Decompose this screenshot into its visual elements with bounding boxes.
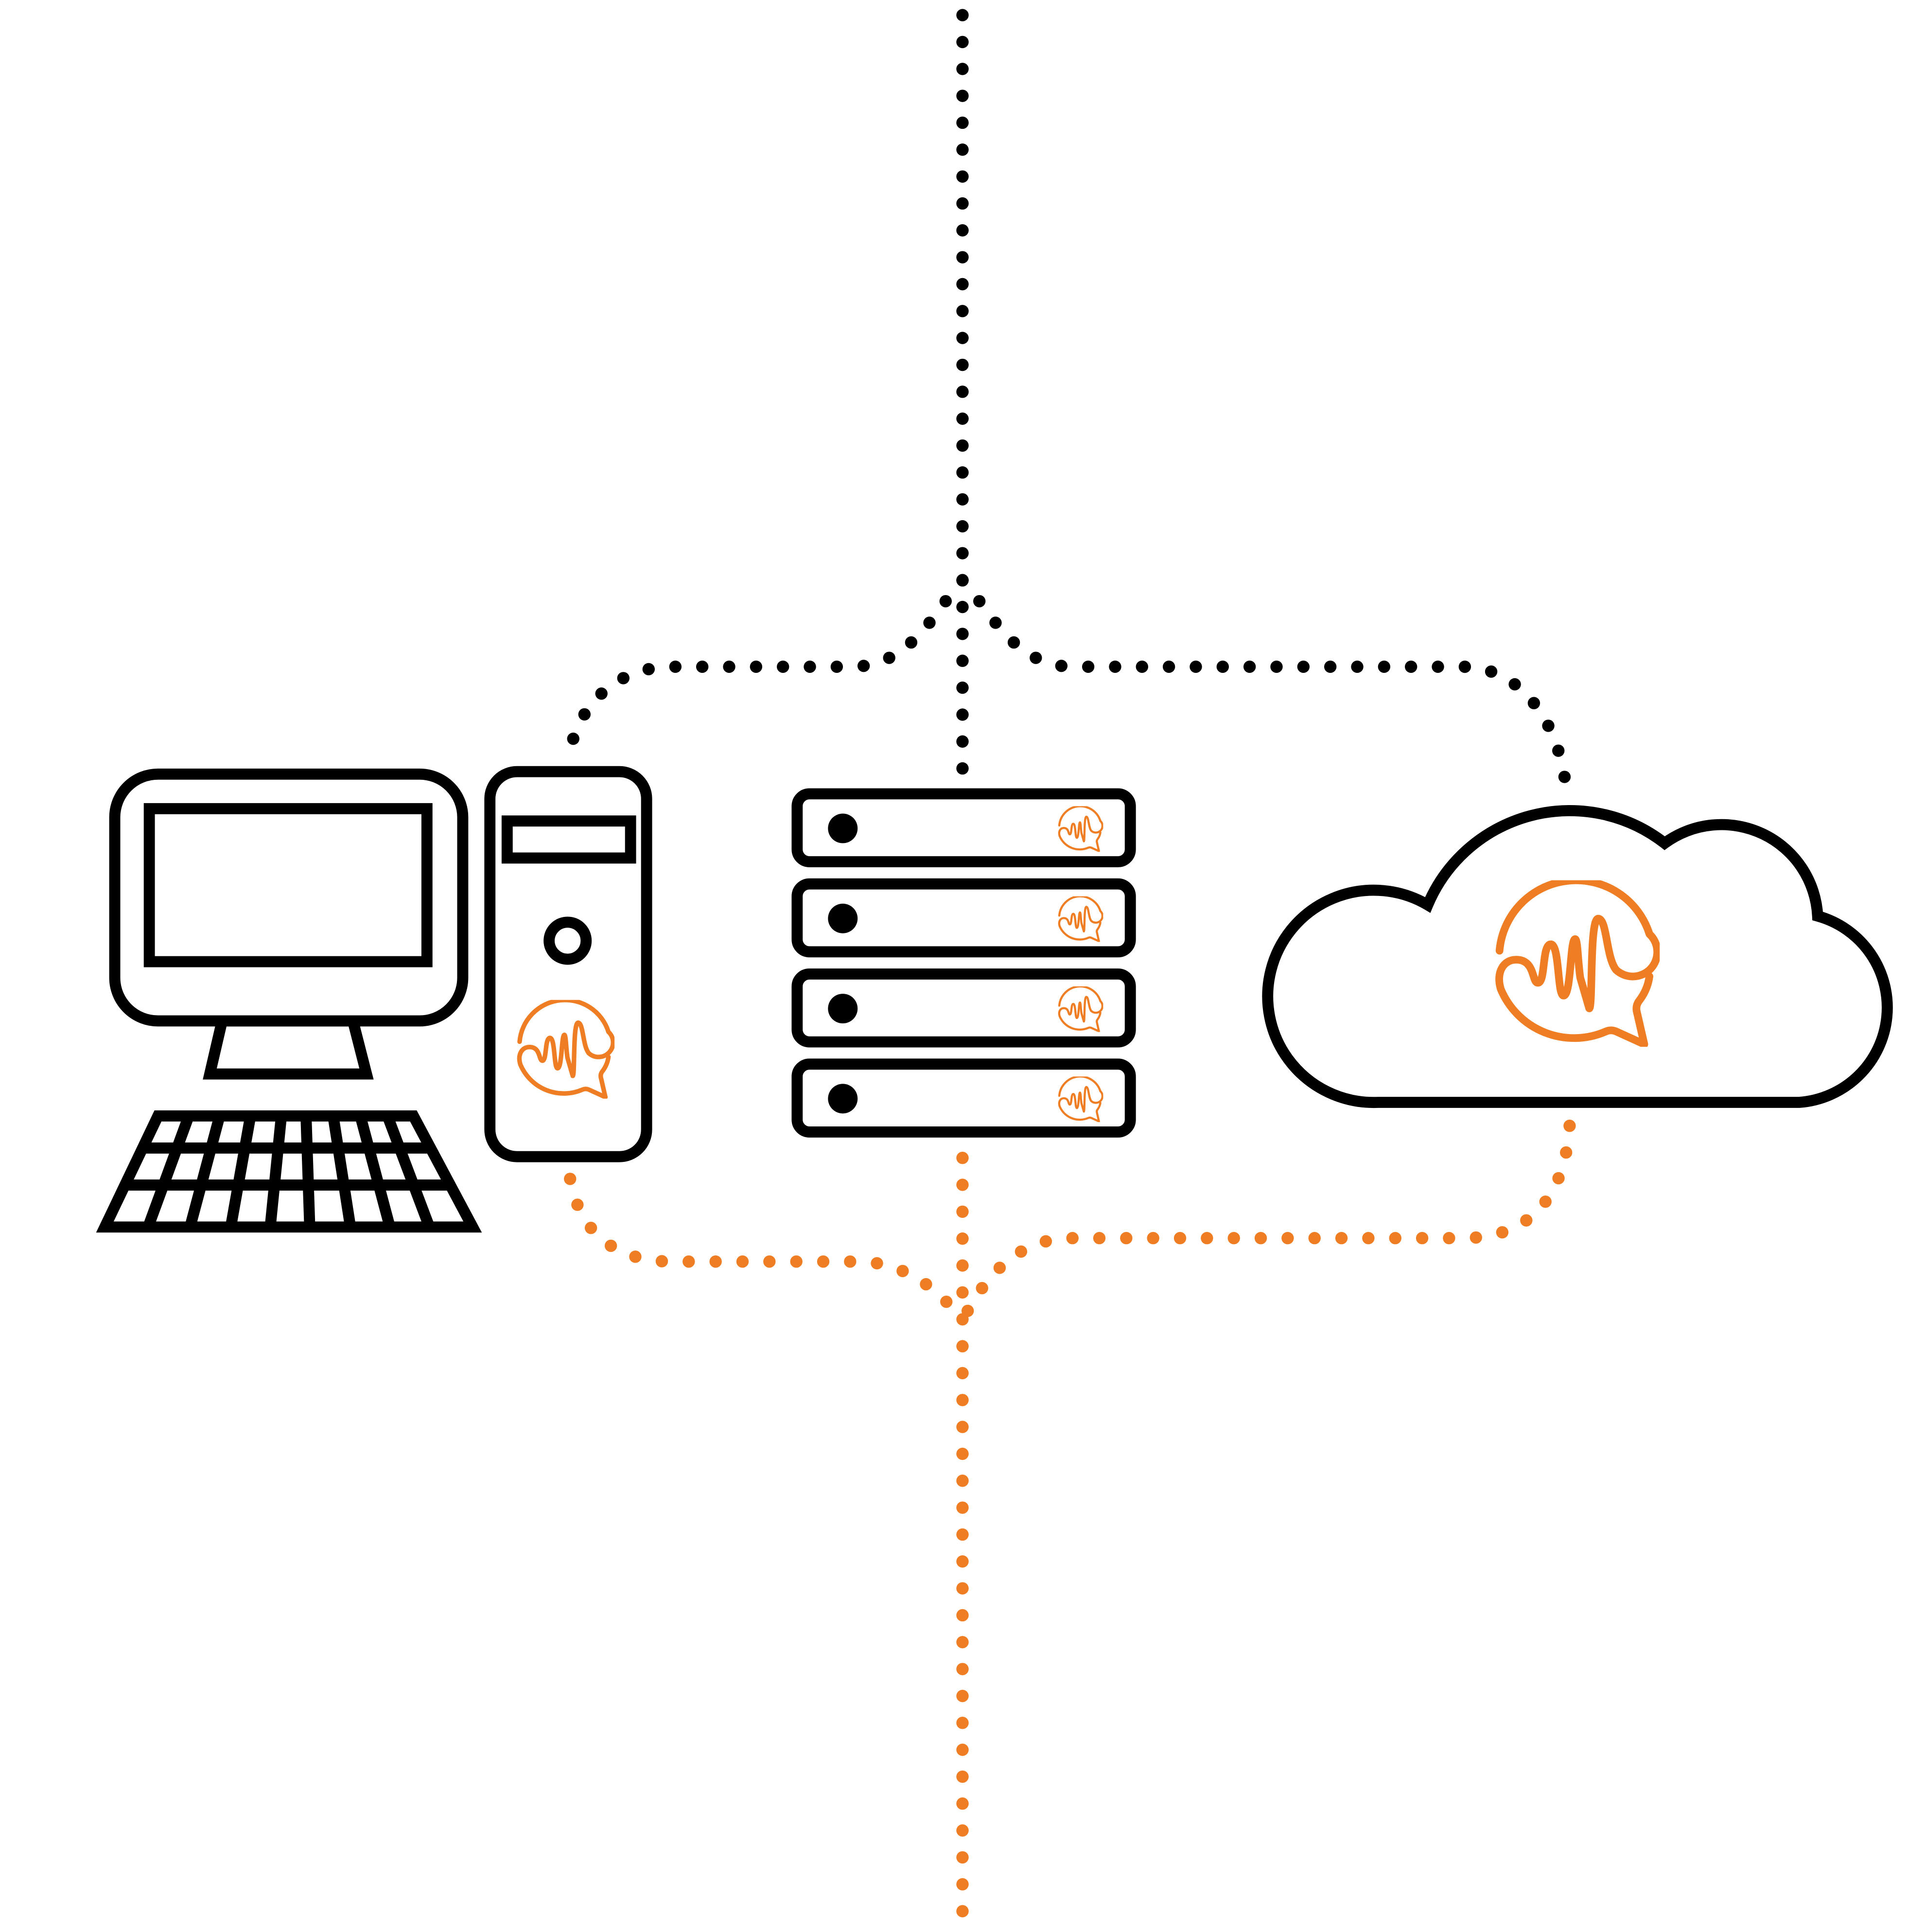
server-unit [791, 788, 1136, 867]
speech-wave-logo-icon [1059, 1076, 1102, 1121]
branch-from-tower [564, 1173, 969, 1327]
server-rack-icon [791, 788, 1136, 1138]
speech-wave-logo-icon [519, 1000, 613, 1097]
speech-wave-logo-icon [1499, 880, 1657, 1044]
tower-pc-icon [484, 766, 652, 1162]
server-unit [791, 1058, 1136, 1138]
cloud-icon [1262, 805, 1893, 1108]
speech-wave-logo-icon [1059, 986, 1102, 1031]
outbound-connections [564, 1120, 1576, 1922]
speech-wave-logo-icon [1059, 896, 1102, 941]
inbound-connections [564, 9, 1571, 796]
speech-wave-logo-icon [1059, 806, 1102, 851]
desktop-computer-icon [96, 768, 482, 1233]
server-unit [791, 968, 1136, 1048]
branch-from-cloud [956, 1120, 1576, 1327]
keyboard-icon [96, 1110, 482, 1233]
server-unit [791, 878, 1136, 958]
branch-to-tower [564, 574, 969, 757]
branch-to-cloud [956, 574, 1571, 784]
